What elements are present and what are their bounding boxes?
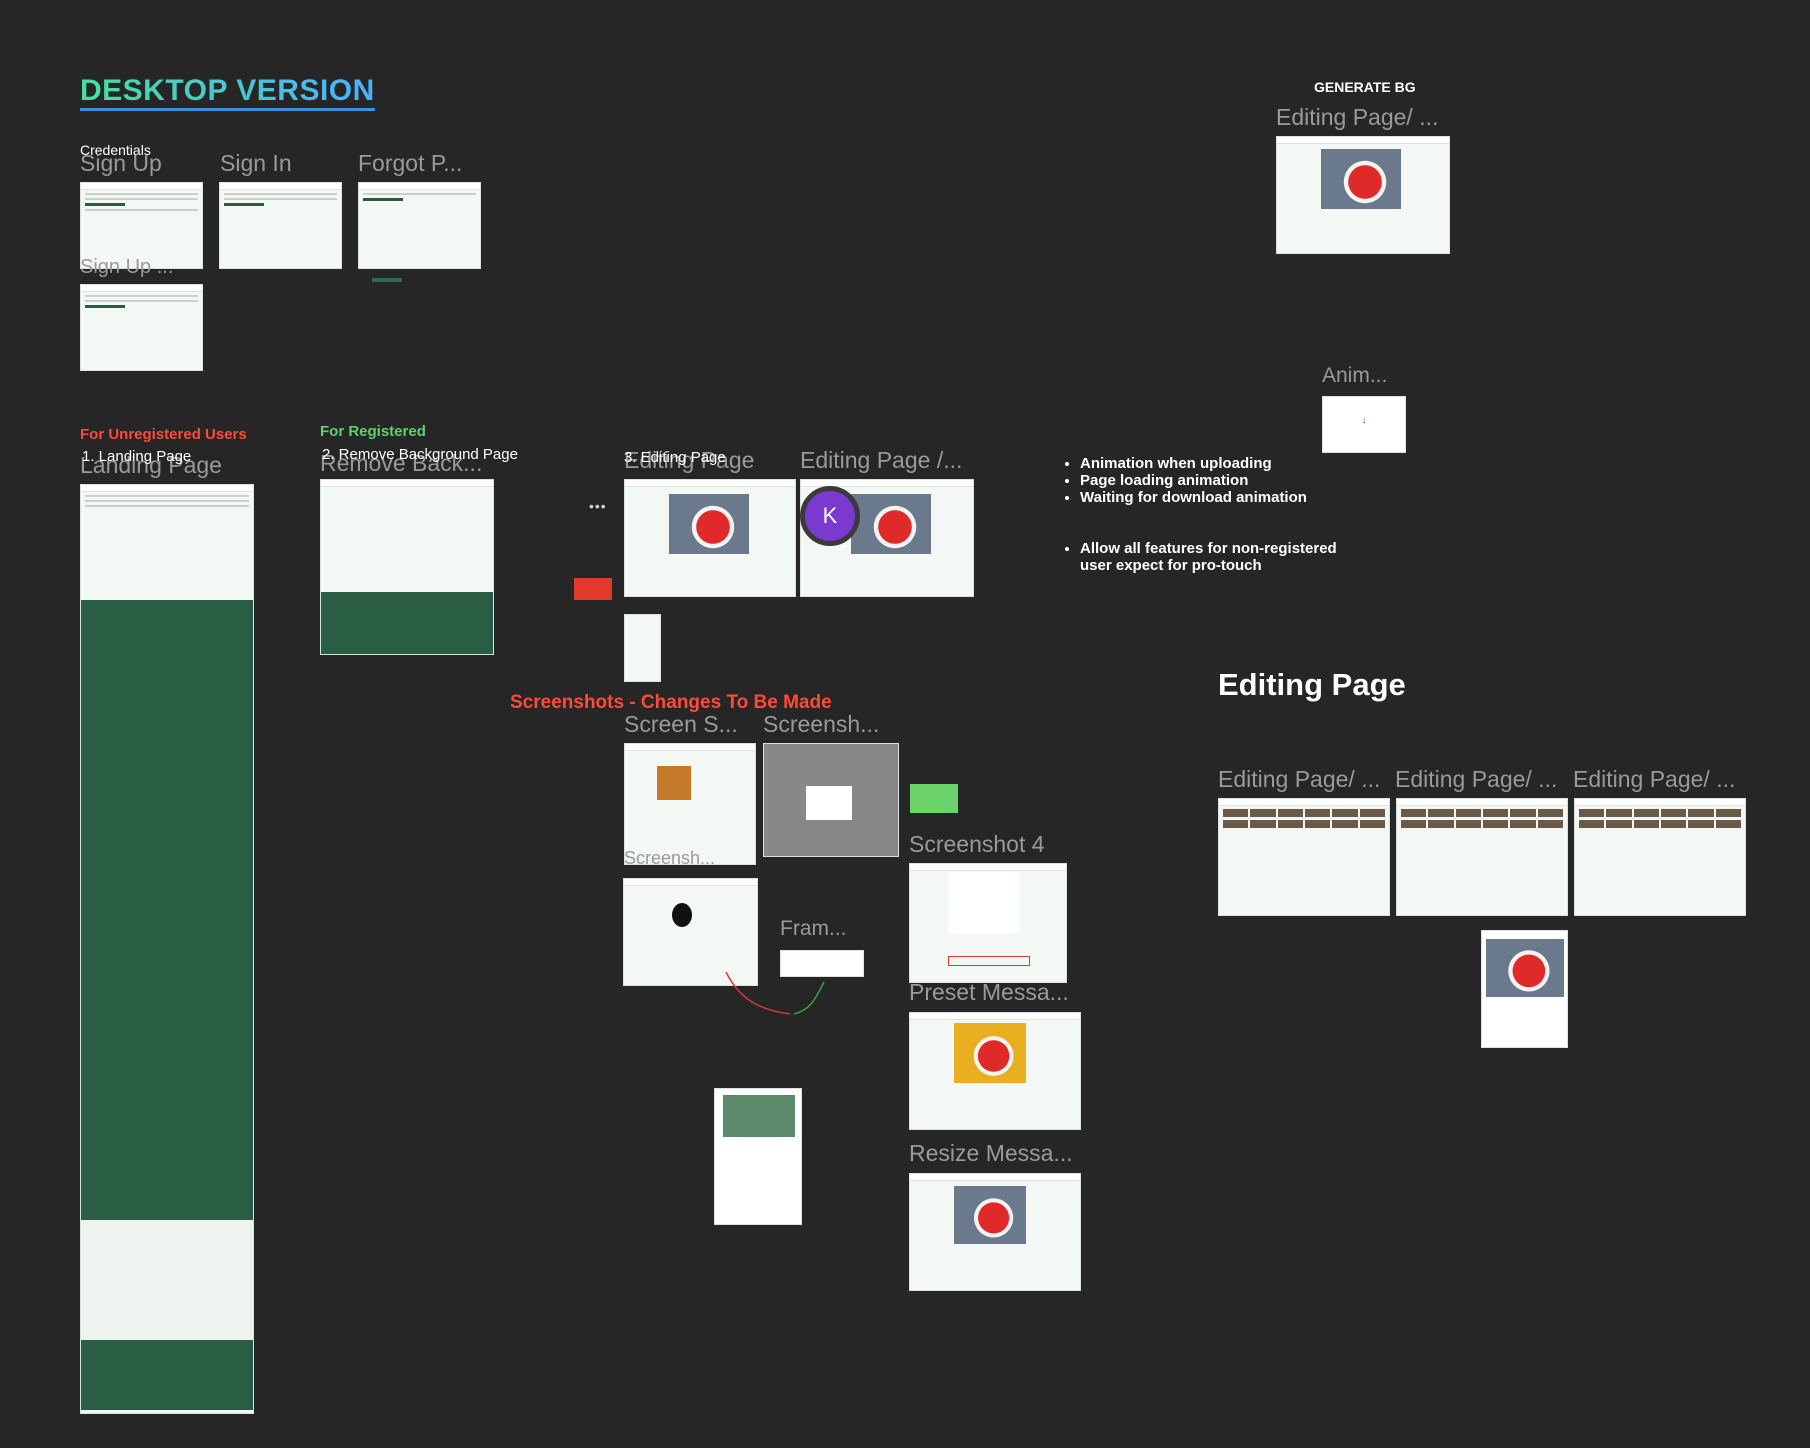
frame-label-landing[interactable]: Landing Page [80, 452, 222, 478]
frame-label-preset-message[interactable]: Preset Messa... [909, 979, 1069, 1005]
editing-variant-frame-1[interactable] [1218, 798, 1390, 916]
remove-bg-label: 2. Remove Background Page [322, 446, 518, 463]
red-sticky-note [574, 578, 612, 600]
frame-label-screenshot-4[interactable]: Screenshot 4 [909, 831, 1045, 857]
credentials-label: Credentials [80, 142, 151, 158]
resize-message-frame[interactable] [909, 1173, 1081, 1291]
more-dots: ••• [589, 498, 607, 514]
frame-label-screen-3[interactable]: Screensh... [624, 848, 716, 868]
user-avatar[interactable]: K [800, 486, 860, 546]
frame-label-anim[interactable]: Anim... [1322, 364, 1388, 387]
note-item: Allow all features for non-registered us… [1080, 540, 1350, 574]
select-format-frame[interactable] [624, 614, 661, 682]
note-item: Animation when uploading [1080, 455, 1380, 472]
frame-label-resize-message[interactable]: Resize Messa... [909, 1140, 1073, 1166]
screenshot-frame-3[interactable] [623, 878, 758, 986]
sign-up-frame[interactable] [80, 182, 203, 269]
sign-in-frame[interactable] [219, 182, 342, 269]
landing-page-label: 1. Landing Page [82, 448, 192, 465]
screenshot-frame-2[interactable] [763, 743, 899, 857]
note-item: Page loading animation [1080, 472, 1380, 489]
generate-bg-label: GENERATE BG [1314, 79, 1416, 95]
editing-page-label: 3. Editing Page [624, 449, 726, 466]
editing-page-heading: Editing Page [1218, 667, 1406, 702]
landing-page-frame[interactable] [80, 484, 254, 1414]
animation-notes: Animation when uploading Page loading an… [1062, 455, 1380, 506]
screenshots-label: Screenshots - Changes To Be Made [510, 692, 832, 713]
sign-up-variant-frame[interactable] [80, 284, 203, 371]
frame-label-editing-2[interactable]: Editing Page /... [800, 447, 963, 473]
feature-notes: Allow all features for non-registered us… [1062, 540, 1350, 574]
connector-lines [725, 971, 825, 1015]
editing-page-frame[interactable] [624, 479, 796, 597]
frame-label-forgot-password[interactable]: Forgot P... [358, 150, 463, 176]
frame-label-frame[interactable]: Fram... [780, 917, 847, 940]
forgot-password-frame[interactable] [358, 182, 481, 269]
frame-label-sign-in[interactable]: Sign In [220, 150, 292, 176]
screenshot-4-frame[interactable] [909, 863, 1067, 983]
frame-label-editing-variant-2[interactable]: Editing Page/ ... [1395, 766, 1558, 792]
page-title: DESKTOP VERSION [80, 74, 375, 111]
editing-variant-frame-2[interactable] [1396, 798, 1568, 916]
remove-background-frame[interactable] [320, 479, 494, 655]
generate-bg-frame[interactable] [1276, 136, 1450, 254]
preset-message-frame[interactable] [909, 1012, 1081, 1130]
animation-frame[interactable]: ↓ [1322, 396, 1406, 453]
registered-label: For Registered [320, 423, 426, 440]
green-sticky-note [910, 784, 958, 813]
frame-label-sign-up-2[interactable]: Sign Up ... [80, 256, 174, 278]
editing-variant-frame-3[interactable] [1574, 798, 1746, 916]
image-preview-frame[interactable] [1481, 930, 1568, 1048]
frame-label-sign-up[interactable]: Sign Up [80, 150, 162, 176]
frame-label-editing-variant-1[interactable]: Editing Page/ ... [1218, 766, 1381, 792]
frame-label-editing-variant-3[interactable]: Editing Page/ ... [1573, 766, 1736, 792]
portrait-frame[interactable] [714, 1088, 802, 1225]
frame-label-screen-2[interactable]: Screensh... [763, 711, 880, 737]
button-marker [372, 278, 402, 282]
frame-label-editing[interactable]: Editing Page [624, 447, 755, 473]
frame-label-generate-bg[interactable]: Editing Page/ ... [1276, 104, 1439, 130]
frame-label-remove-bg[interactable]: Remove Back... [320, 450, 483, 476]
note-item: Waiting for download animation [1080, 489, 1380, 506]
frame-label-screen-1[interactable]: Screen S... [624, 711, 738, 737]
unregistered-label: For Unregistered Users [80, 426, 247, 443]
small-frame[interactable] [780, 950, 864, 977]
screenshot-frame-1[interactable] [624, 743, 756, 865]
